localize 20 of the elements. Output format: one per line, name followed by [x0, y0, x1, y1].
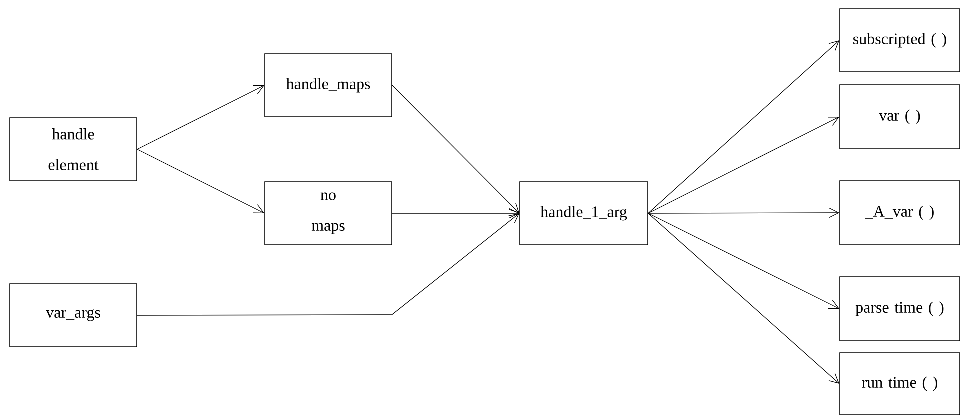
- arrow: [648, 40, 840, 214]
- process-box: run time ( ): [840, 352, 960, 416]
- process-box: handle element: [10, 118, 138, 182]
- arrow: [392, 85, 520, 214]
- process-box: handle_1_arg: [520, 182, 648, 246]
- process-box: no maps: [264, 182, 392, 246]
- process-box: var ( ): [840, 84, 960, 150]
- arrow: [648, 208, 840, 218]
- arrow: [137, 86, 265, 150]
- arrow: [137, 214, 520, 316]
- process-box: _A_var ( ): [840, 180, 960, 246]
- process-box: handle_maps: [264, 54, 392, 118]
- process-box: subscripted ( ): [840, 8, 960, 72]
- arrow: [137, 149, 265, 214]
- process-box: var_args: [10, 284, 138, 348]
- arrow: [648, 117, 840, 214]
- arrow: [392, 208, 520, 218]
- arrow: [648, 213, 840, 309]
- arrow: [648, 213, 840, 384]
- process-box: parse time ( ): [840, 276, 960, 342]
